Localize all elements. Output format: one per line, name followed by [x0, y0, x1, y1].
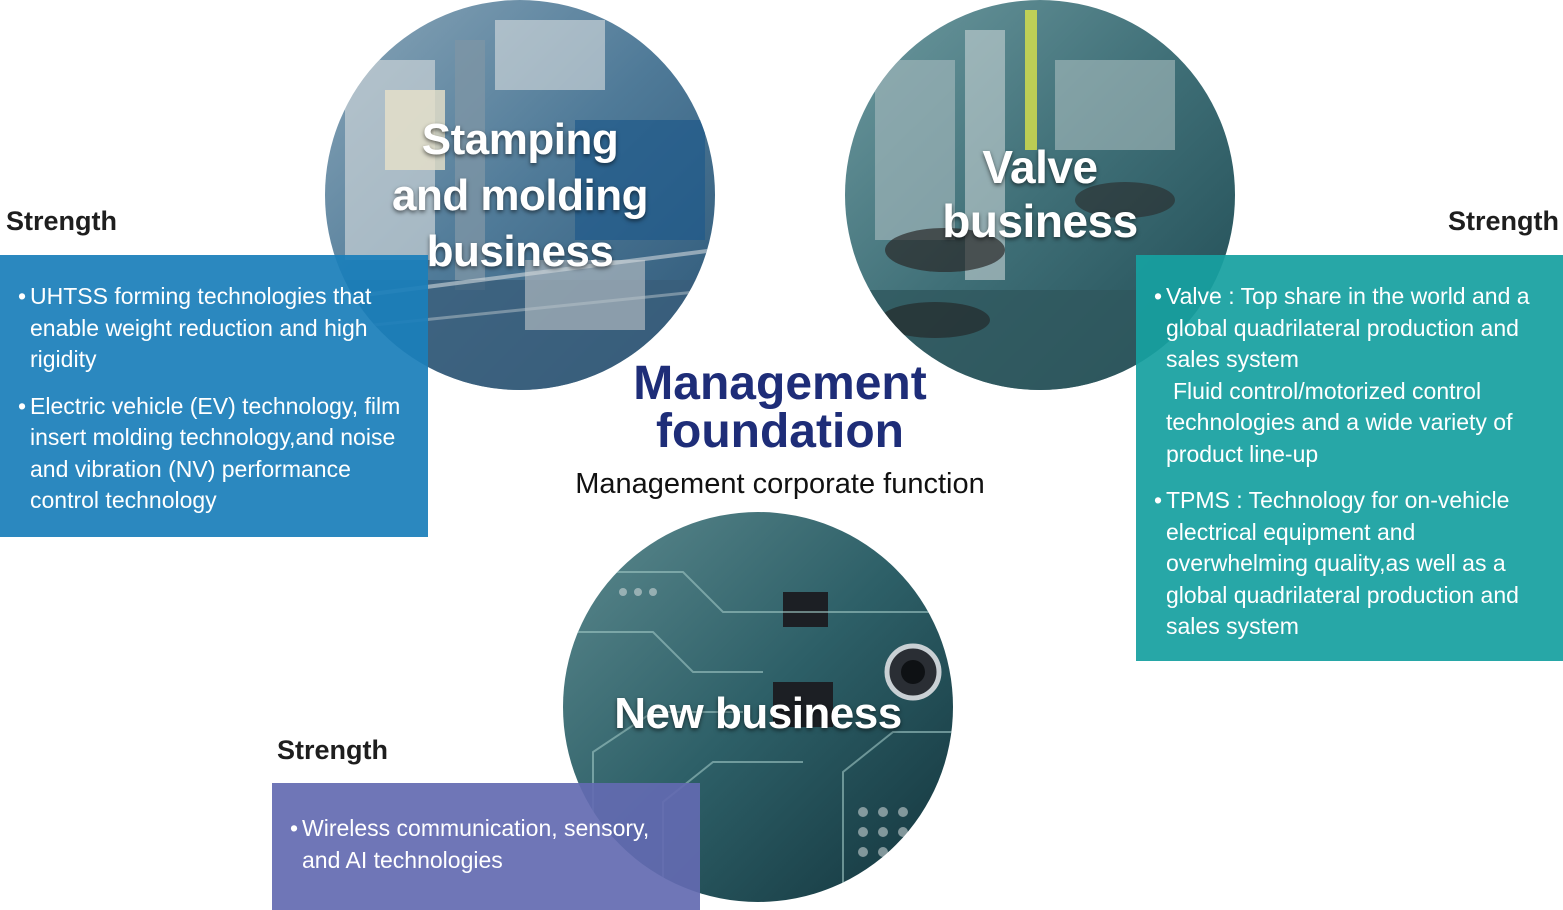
- new-strength-heading: Strength: [277, 735, 388, 765]
- stamping-strength-heading: Strength: [6, 206, 117, 236]
- valve-strength-heading: Strength: [1448, 206, 1559, 236]
- stamping-business-photo: Stamping and molding business: [325, 0, 715, 390]
- strength-item: • TPMS : Technology for on-vehicle elect…: [1154, 487, 1519, 639]
- management-foundation-title: Management foundation: [633, 357, 927, 458]
- strength-item: • Electric vehicle (EV) technology, film…: [18, 392, 401, 514]
- stamping-strength-box: • UHTSS forming technologies that enable…: [0, 255, 428, 537]
- new-business-label: New business: [614, 689, 902, 738]
- valve-business-label: Valve business: [942, 141, 1138, 247]
- valve-strength-box: • Valve : Top share in the world and a g…: [1136, 255, 1563, 661]
- new-strength-box: • Wireless communication, sensory, and A…: [272, 783, 700, 910]
- strength-item: • Wireless communication, sensory, and A…: [290, 815, 650, 873]
- new-business-photo: New business: [563, 512, 953, 902]
- management-corporate-function: Management corporate function: [575, 468, 985, 500]
- strength-item: • Valve : Top share in the world and a g…: [1154, 283, 1530, 467]
- stamping-business-label: Stamping and molding business: [391, 115, 649, 276]
- strength-item: • UHTSS forming technologies that enable…: [18, 283, 372, 372]
